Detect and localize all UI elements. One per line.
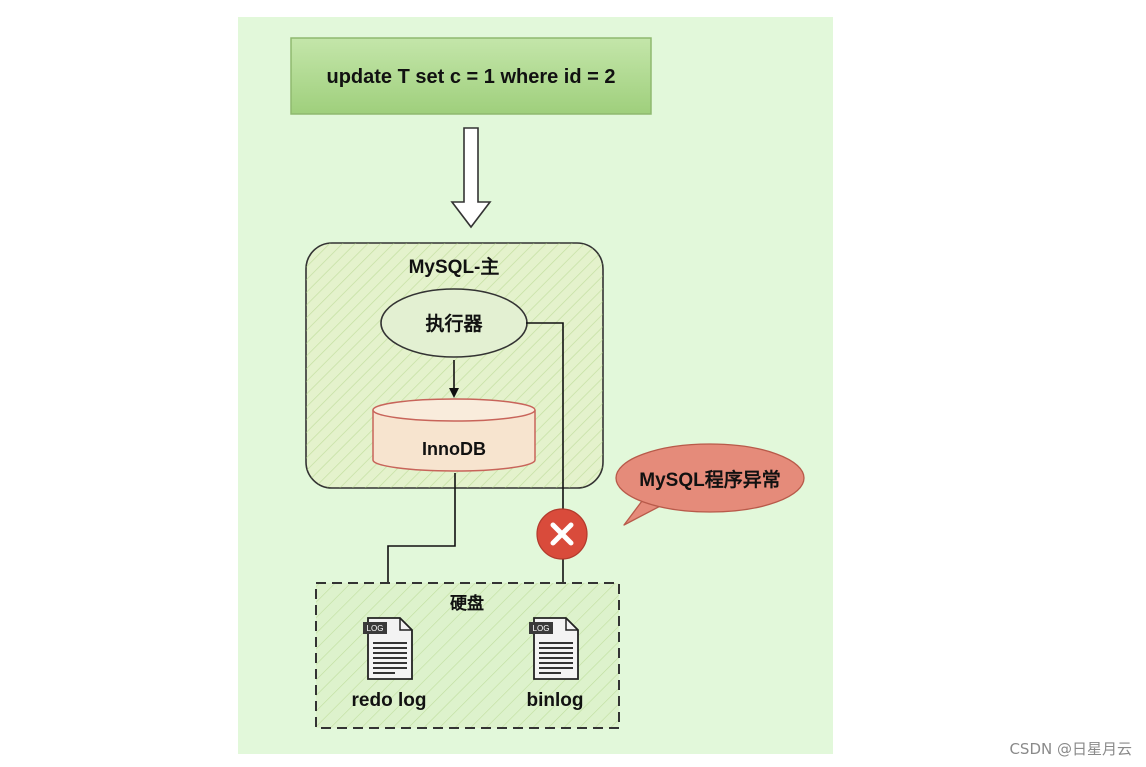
redo-log-label: redo log (352, 690, 427, 711)
innodb-cylinder: InnoDB (372, 398, 536, 472)
error-callout-bubble: MySQL程序异常 (615, 443, 805, 526)
binlog-label: binlog (527, 690, 584, 711)
executor-node: 执行器 (380, 288, 528, 358)
sql-statement-text: update T set c = 1 where id = 2 (327, 66, 616, 88)
csdn-watermark: CSDN @日星月云 (1009, 740, 1132, 758)
binlog-file-icon: LOG binlog (527, 617, 584, 711)
redo-log-file-tag: LOG (367, 624, 384, 633)
innodb-to-redolog-arrow (383, 473, 456, 614)
redo-log-file-icon: LOG redo log (352, 617, 427, 711)
executor-label: 执行器 (425, 312, 483, 335)
error-callout-text: MySQL程序异常 (639, 468, 780, 491)
binlog-file-tag: LOG (533, 624, 550, 633)
flow-arrow-down (450, 127, 492, 229)
innodb-label: InnoDB (422, 439, 486, 459)
mysql-master-label: MySQL-主 (409, 256, 500, 278)
disk-label: 硬盘 (450, 593, 484, 613)
sql-statement-box: update T set c = 1 where id = 2 (290, 37, 652, 115)
error-x-icon (536, 508, 588, 560)
